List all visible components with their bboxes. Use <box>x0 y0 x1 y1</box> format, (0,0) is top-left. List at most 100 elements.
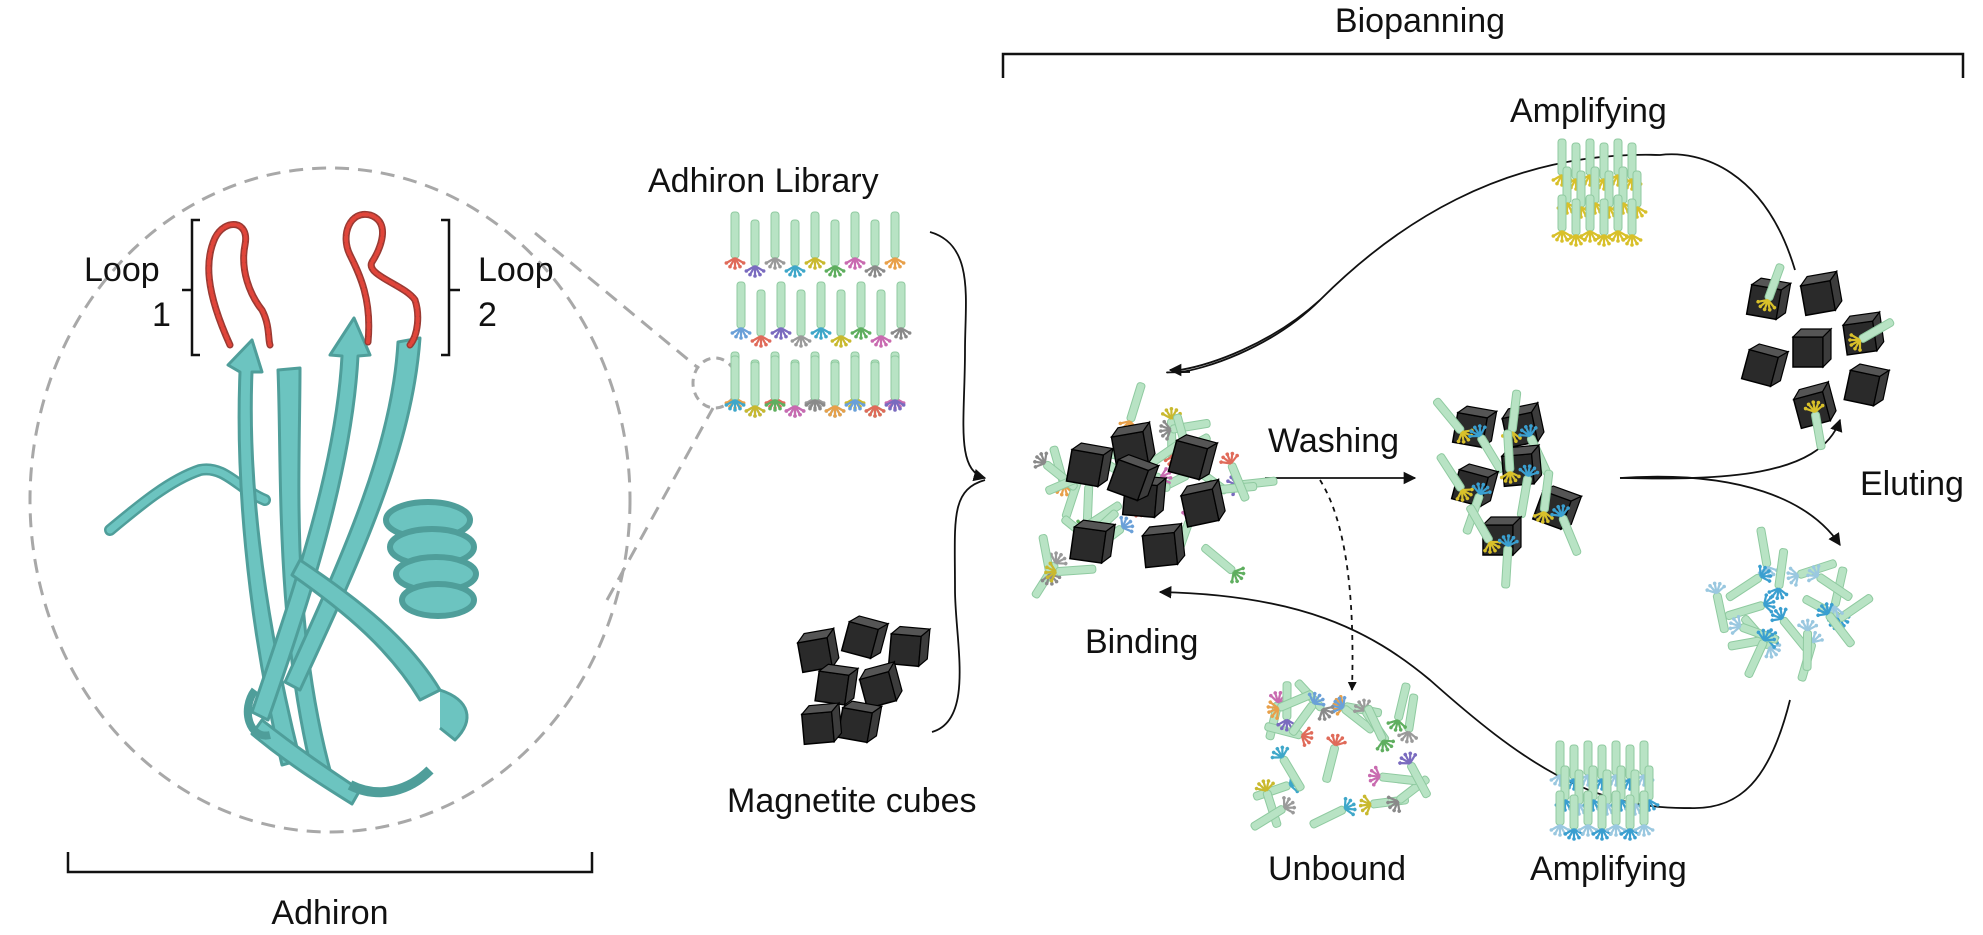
adhiron-protein-structure <box>104 210 479 806</box>
phage <box>824 361 846 418</box>
phage <box>1499 429 1521 484</box>
unbound-phages <box>1250 679 1431 831</box>
washing-label: Washing <box>1268 422 1399 460</box>
phage <box>730 281 752 340</box>
phage <box>1591 794 1613 841</box>
phage <box>1367 765 1419 787</box>
phage <box>750 289 772 348</box>
magnetite-cube <box>1791 327 1833 369</box>
phage <box>724 211 746 270</box>
phage <box>1288 691 1326 736</box>
phage <box>1550 504 1582 556</box>
phage <box>1549 790 1571 837</box>
phage <box>1770 607 1810 652</box>
phage <box>1468 424 1505 474</box>
phage <box>1803 400 1826 451</box>
phage <box>804 355 826 412</box>
binding-label: Binding <box>1085 623 1198 661</box>
phage <box>1516 464 1540 519</box>
variable-loops <box>205 210 422 349</box>
adhiron-label: Adhiron <box>271 894 388 932</box>
eluting-label: Eluting <box>1860 465 1964 503</box>
amplified-phages-top <box>1551 138 1648 247</box>
magnetite-cube <box>1179 477 1226 528</box>
phage <box>1816 602 1855 648</box>
phage <box>1563 794 1585 841</box>
phage <box>844 355 866 412</box>
magnetite-cube <box>1843 363 1891 408</box>
phage <box>790 289 812 348</box>
phage <box>1386 682 1411 732</box>
magnetite-cube <box>858 660 903 710</box>
magnetite-cubes-label: Magnetite cubes <box>727 782 977 820</box>
phage <box>810 281 832 340</box>
phage <box>764 355 786 412</box>
beta-strands <box>226 316 469 806</box>
phage <box>744 219 766 278</box>
loop2-label: Loop <box>478 251 554 289</box>
magnetite-cube <box>840 615 890 660</box>
phage <box>1756 263 1785 312</box>
magnetite-cube <box>1740 343 1790 388</box>
eluting-cubes <box>1740 263 1895 451</box>
loop1-bracket <box>182 218 200 357</box>
phage <box>1705 581 1729 634</box>
loop1-label: Loop <box>84 251 160 289</box>
phage <box>1363 704 1395 753</box>
magnetite-cube <box>836 700 884 744</box>
phage <box>1436 453 1474 502</box>
washed-bound-complexes <box>1432 389 1584 589</box>
adhiron-bracket <box>66 852 594 874</box>
phage <box>1322 733 1347 783</box>
magnetite-cube <box>1167 434 1219 481</box>
phage <box>844 211 866 270</box>
phage <box>1848 318 1895 352</box>
adhiron-library-phages <box>724 211 912 418</box>
phage <box>724 355 746 412</box>
amplifying-bottom-label: Amplifying <box>1530 850 1687 888</box>
phage <box>1270 745 1305 792</box>
phage <box>1621 198 1643 247</box>
loop2-number: 2 <box>478 296 497 334</box>
phage <box>1725 564 1773 602</box>
phage <box>784 219 806 278</box>
magnetite-cubes <box>796 615 932 746</box>
phage <box>824 219 846 278</box>
loop1-number: 1 <box>152 296 171 334</box>
magnetite-cube <box>796 626 840 674</box>
phage <box>764 211 786 270</box>
phage <box>1756 526 1779 579</box>
phage <box>1397 693 1419 744</box>
phage <box>1201 543 1246 584</box>
phage <box>1331 695 1375 734</box>
phage <box>1250 796 1297 831</box>
phage <box>870 289 892 348</box>
phage <box>1797 618 1819 671</box>
amplified-phages-bottom <box>1549 740 1660 841</box>
unbound-label: Unbound <box>1268 850 1406 888</box>
phage <box>1605 790 1627 837</box>
phage <box>1744 628 1776 679</box>
phage <box>1466 504 1502 554</box>
phage <box>1044 561 1097 583</box>
flow-arrows <box>929 153 1843 809</box>
phage <box>1219 451 1250 502</box>
phage <box>804 211 826 270</box>
eluted-phages <box>1705 526 1874 682</box>
alpha-helix <box>383 499 479 619</box>
phage <box>770 281 792 340</box>
phage <box>1309 796 1357 829</box>
magnetite-cube <box>1069 519 1117 565</box>
magnetite-cube <box>1799 269 1843 317</box>
magnetite-cube <box>800 701 843 746</box>
biopanning-bracket <box>1001 52 1965 78</box>
biopanning-label: Biopanning <box>1335 2 1505 40</box>
magnetite-cube <box>1065 442 1115 488</box>
magnetite-cube <box>887 625 932 668</box>
phage <box>1607 194 1629 243</box>
phage <box>1806 564 1853 602</box>
phage <box>864 219 886 278</box>
phage <box>1577 790 1599 837</box>
loop2-bracket <box>441 218 460 357</box>
